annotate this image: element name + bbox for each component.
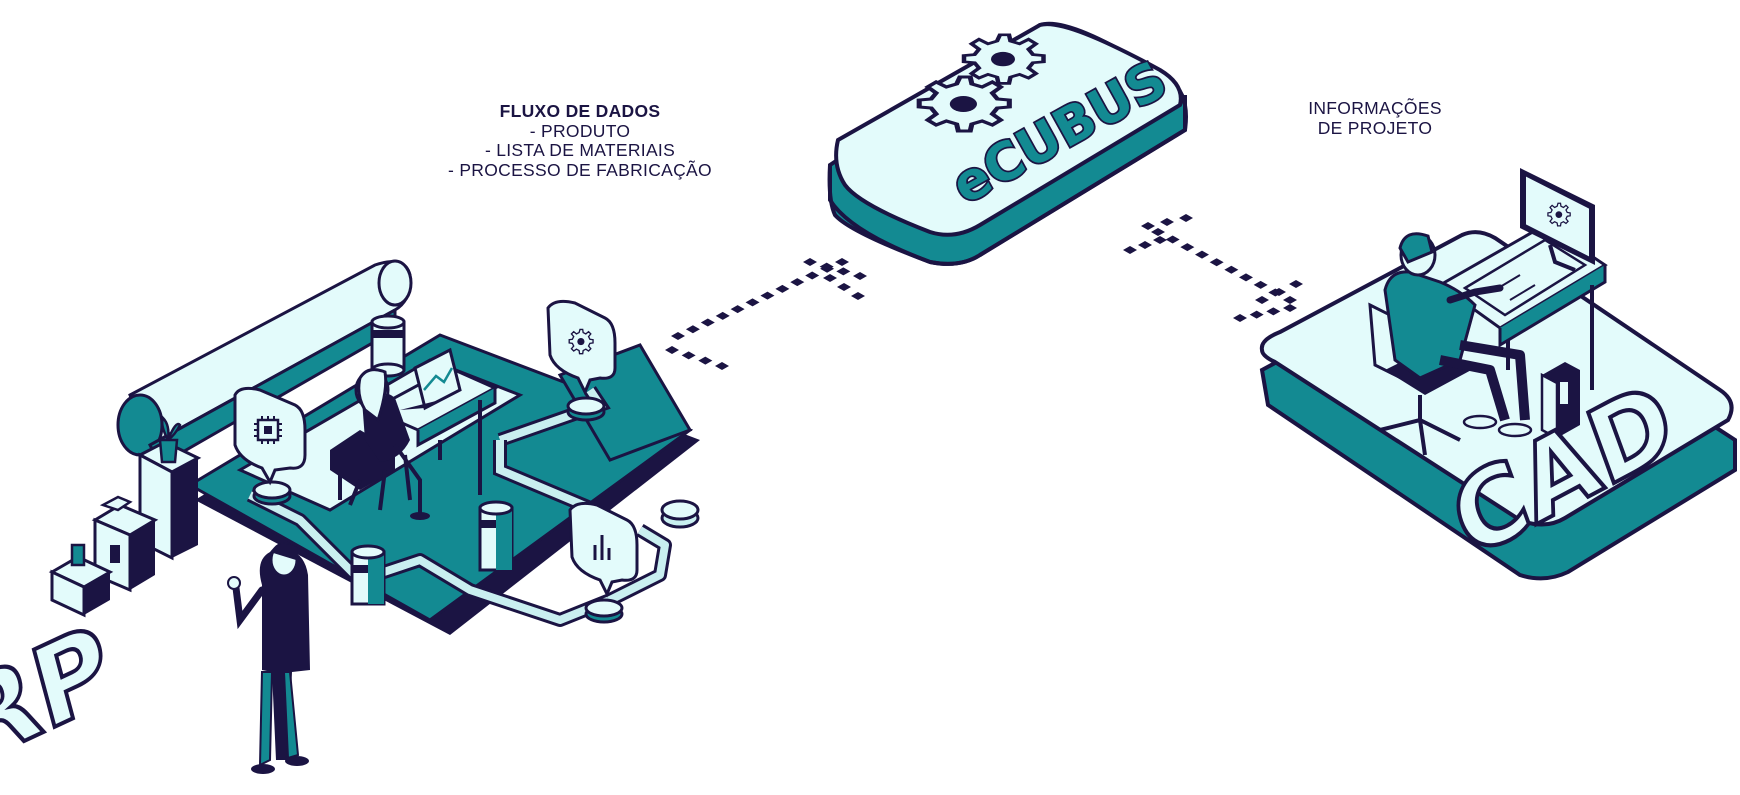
project-info-label: INFORMAÇÕES DE PROJETO (1270, 98, 1480, 138)
connector-dot (1289, 280, 1303, 288)
data-flow-item: - LISTA DE MATERIAIS (484, 140, 676, 160)
database-icon (350, 544, 386, 606)
connector-dot (1272, 288, 1286, 296)
connector-dot (805, 271, 820, 280)
connector-dot (1141, 222, 1155, 230)
connector-dot (1209, 258, 1224, 267)
gear-icon (919, 77, 1009, 131)
connector-dot (671, 332, 685, 340)
plant-icon (158, 415, 182, 464)
data-flow-label: FLUXO DE DADOS - PRODUTO - LISTA DE MATE… (420, 101, 740, 180)
connector-dot (1151, 228, 1165, 236)
connector-dot (837, 283, 851, 291)
connector-dot (700, 318, 715, 327)
connector-dot (1138, 241, 1152, 249)
connector-dot (835, 258, 849, 266)
connector-dot (1253, 280, 1268, 289)
connector-dot (1153, 236, 1167, 244)
connector-dot (665, 346, 679, 354)
connector-dot (851, 292, 865, 300)
laptop-icon (400, 347, 462, 411)
gear-icon (964, 35, 1044, 84)
connector-dot (803, 258, 817, 266)
connector-dot (685, 325, 700, 334)
connector-dot (715, 362, 729, 370)
connector-dot (1239, 273, 1253, 282)
data-flow-item: - PRODUTO (529, 120, 631, 141)
connector-dot (1165, 235, 1180, 244)
connector-dot (1233, 314, 1247, 322)
data-flow-connector-left (665, 258, 867, 370)
connector-dot (836, 267, 851, 276)
connector-dot (819, 262, 834, 271)
connector-dot (775, 284, 790, 293)
connector-dot (1179, 214, 1193, 222)
pc-tower (1540, 362, 1580, 441)
bar-chart-icon (593, 535, 611, 560)
gear-bubble (546, 299, 617, 396)
cad-platform: CAD (1259, 168, 1737, 585)
connector-dot (1255, 296, 1269, 304)
chip-icon (254, 416, 282, 444)
connector-dot (1224, 265, 1239, 274)
data-flow-connector-right (1123, 214, 1303, 322)
man-at-desk (1383, 232, 1533, 438)
node-puck (566, 396, 606, 422)
connector-dot (1180, 243, 1195, 252)
connector-dot (1266, 307, 1281, 316)
ecubus-platform: eCUBUS (827, 21, 1188, 266)
erp-logo: ERP (0, 599, 124, 795)
project-info-line: DE PROJETO (1317, 117, 1433, 138)
connector-dot (681, 351, 696, 360)
connector-dot (730, 305, 745, 314)
monitor-icon (1520, 168, 1595, 272)
gear-icon (1547, 202, 1571, 227)
connector-dot (1123, 246, 1137, 254)
connector-dot (745, 298, 760, 307)
connector-dot (1283, 304, 1297, 312)
database-icon (478, 500, 514, 572)
connector-dot (1283, 296, 1297, 304)
connector-dot (853, 272, 867, 280)
data-flow-item: - PROCESSO DE FABRICAÇÃO (448, 159, 712, 180)
man-standing (227, 542, 310, 774)
data-flow-title: FLUXO DE DADOS (499, 101, 661, 121)
connector-dot (760, 291, 775, 300)
box-with-cup (48, 543, 114, 618)
chart-bubble (568, 501, 639, 598)
connector-dot (698, 356, 713, 365)
woman-at-desk (330, 368, 430, 520)
connector-dot (1195, 250, 1209, 259)
gear-icon (568, 328, 594, 355)
chip-bubble (233, 386, 307, 486)
node-puck (660, 499, 700, 529)
database-icon (370, 314, 406, 378)
erp-scene: ERP (0, 259, 700, 795)
connector-dot (823, 274, 837, 282)
connector-dot (1249, 310, 1264, 319)
node-puck (584, 598, 624, 624)
connector-dot (1160, 218, 1174, 226)
node-puck (252, 480, 292, 506)
connector-dot (715, 311, 730, 320)
project-info-line: INFORMAÇÕES (1308, 98, 1442, 118)
connector-dot (790, 278, 805, 287)
